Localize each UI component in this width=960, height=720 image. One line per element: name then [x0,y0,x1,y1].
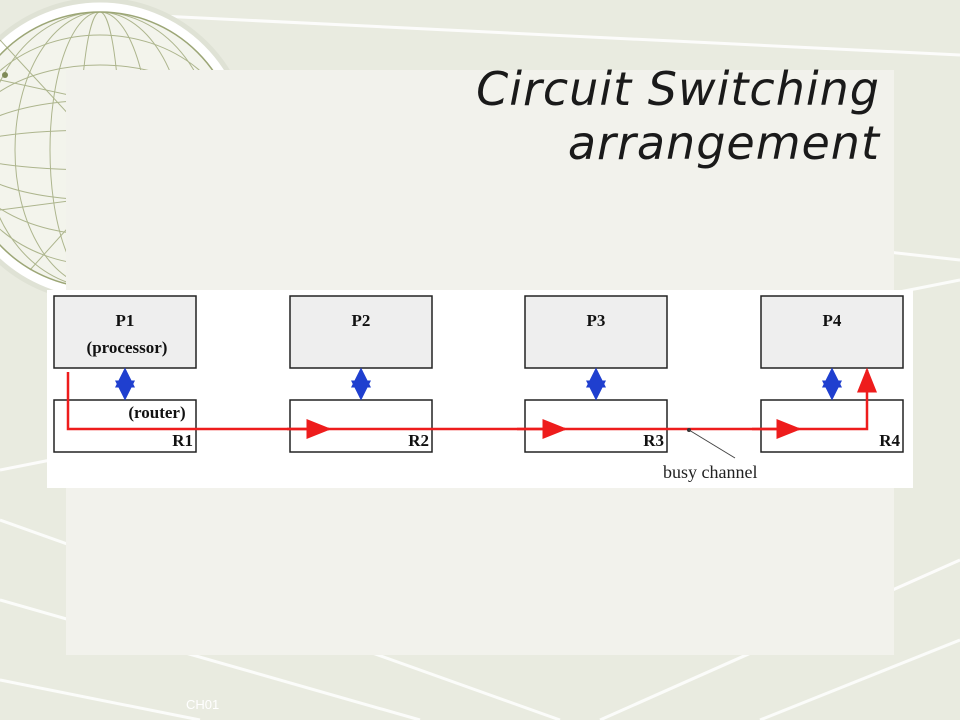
processor-note: (processor) [87,338,168,357]
processor-box-p1 [53,295,197,369]
circuit-diagram-svg: P1 (processor) P2 P3 P4 (router) R1 R2 R… [53,295,904,482]
router-label-r2: R2 [408,431,429,450]
router-label-r3: R3 [643,431,664,450]
title-line-1: Circuit Switching [476,62,880,116]
processor-box-p2 [289,295,433,369]
router-box-r1 [53,399,197,453]
processor-box-p4 [760,295,904,369]
router-label-r4: R4 [879,431,900,450]
circuit-diagram: P1 (processor) P2 P3 P4 (router) R1 R2 R… [47,290,913,488]
slide-title: Circuit Switching arrangement [300,62,880,170]
footer-chapter: CH01 [186,697,220,712]
processor-box-p3 [524,295,668,369]
router-label-r1: R1 [172,431,193,450]
processor-label-p3: P3 [587,311,606,330]
circuit-path [66,367,877,431]
processor-label-p4: P4 [823,311,842,330]
title-line-2: arrangement [567,116,880,170]
processor-label-p1: P1 [116,311,135,330]
busy-channel-label: busy channel [663,462,757,482]
router-note: (router) [128,403,185,422]
processor-label-p2: P2 [352,311,371,330]
busy-channel-leader [688,429,736,459]
